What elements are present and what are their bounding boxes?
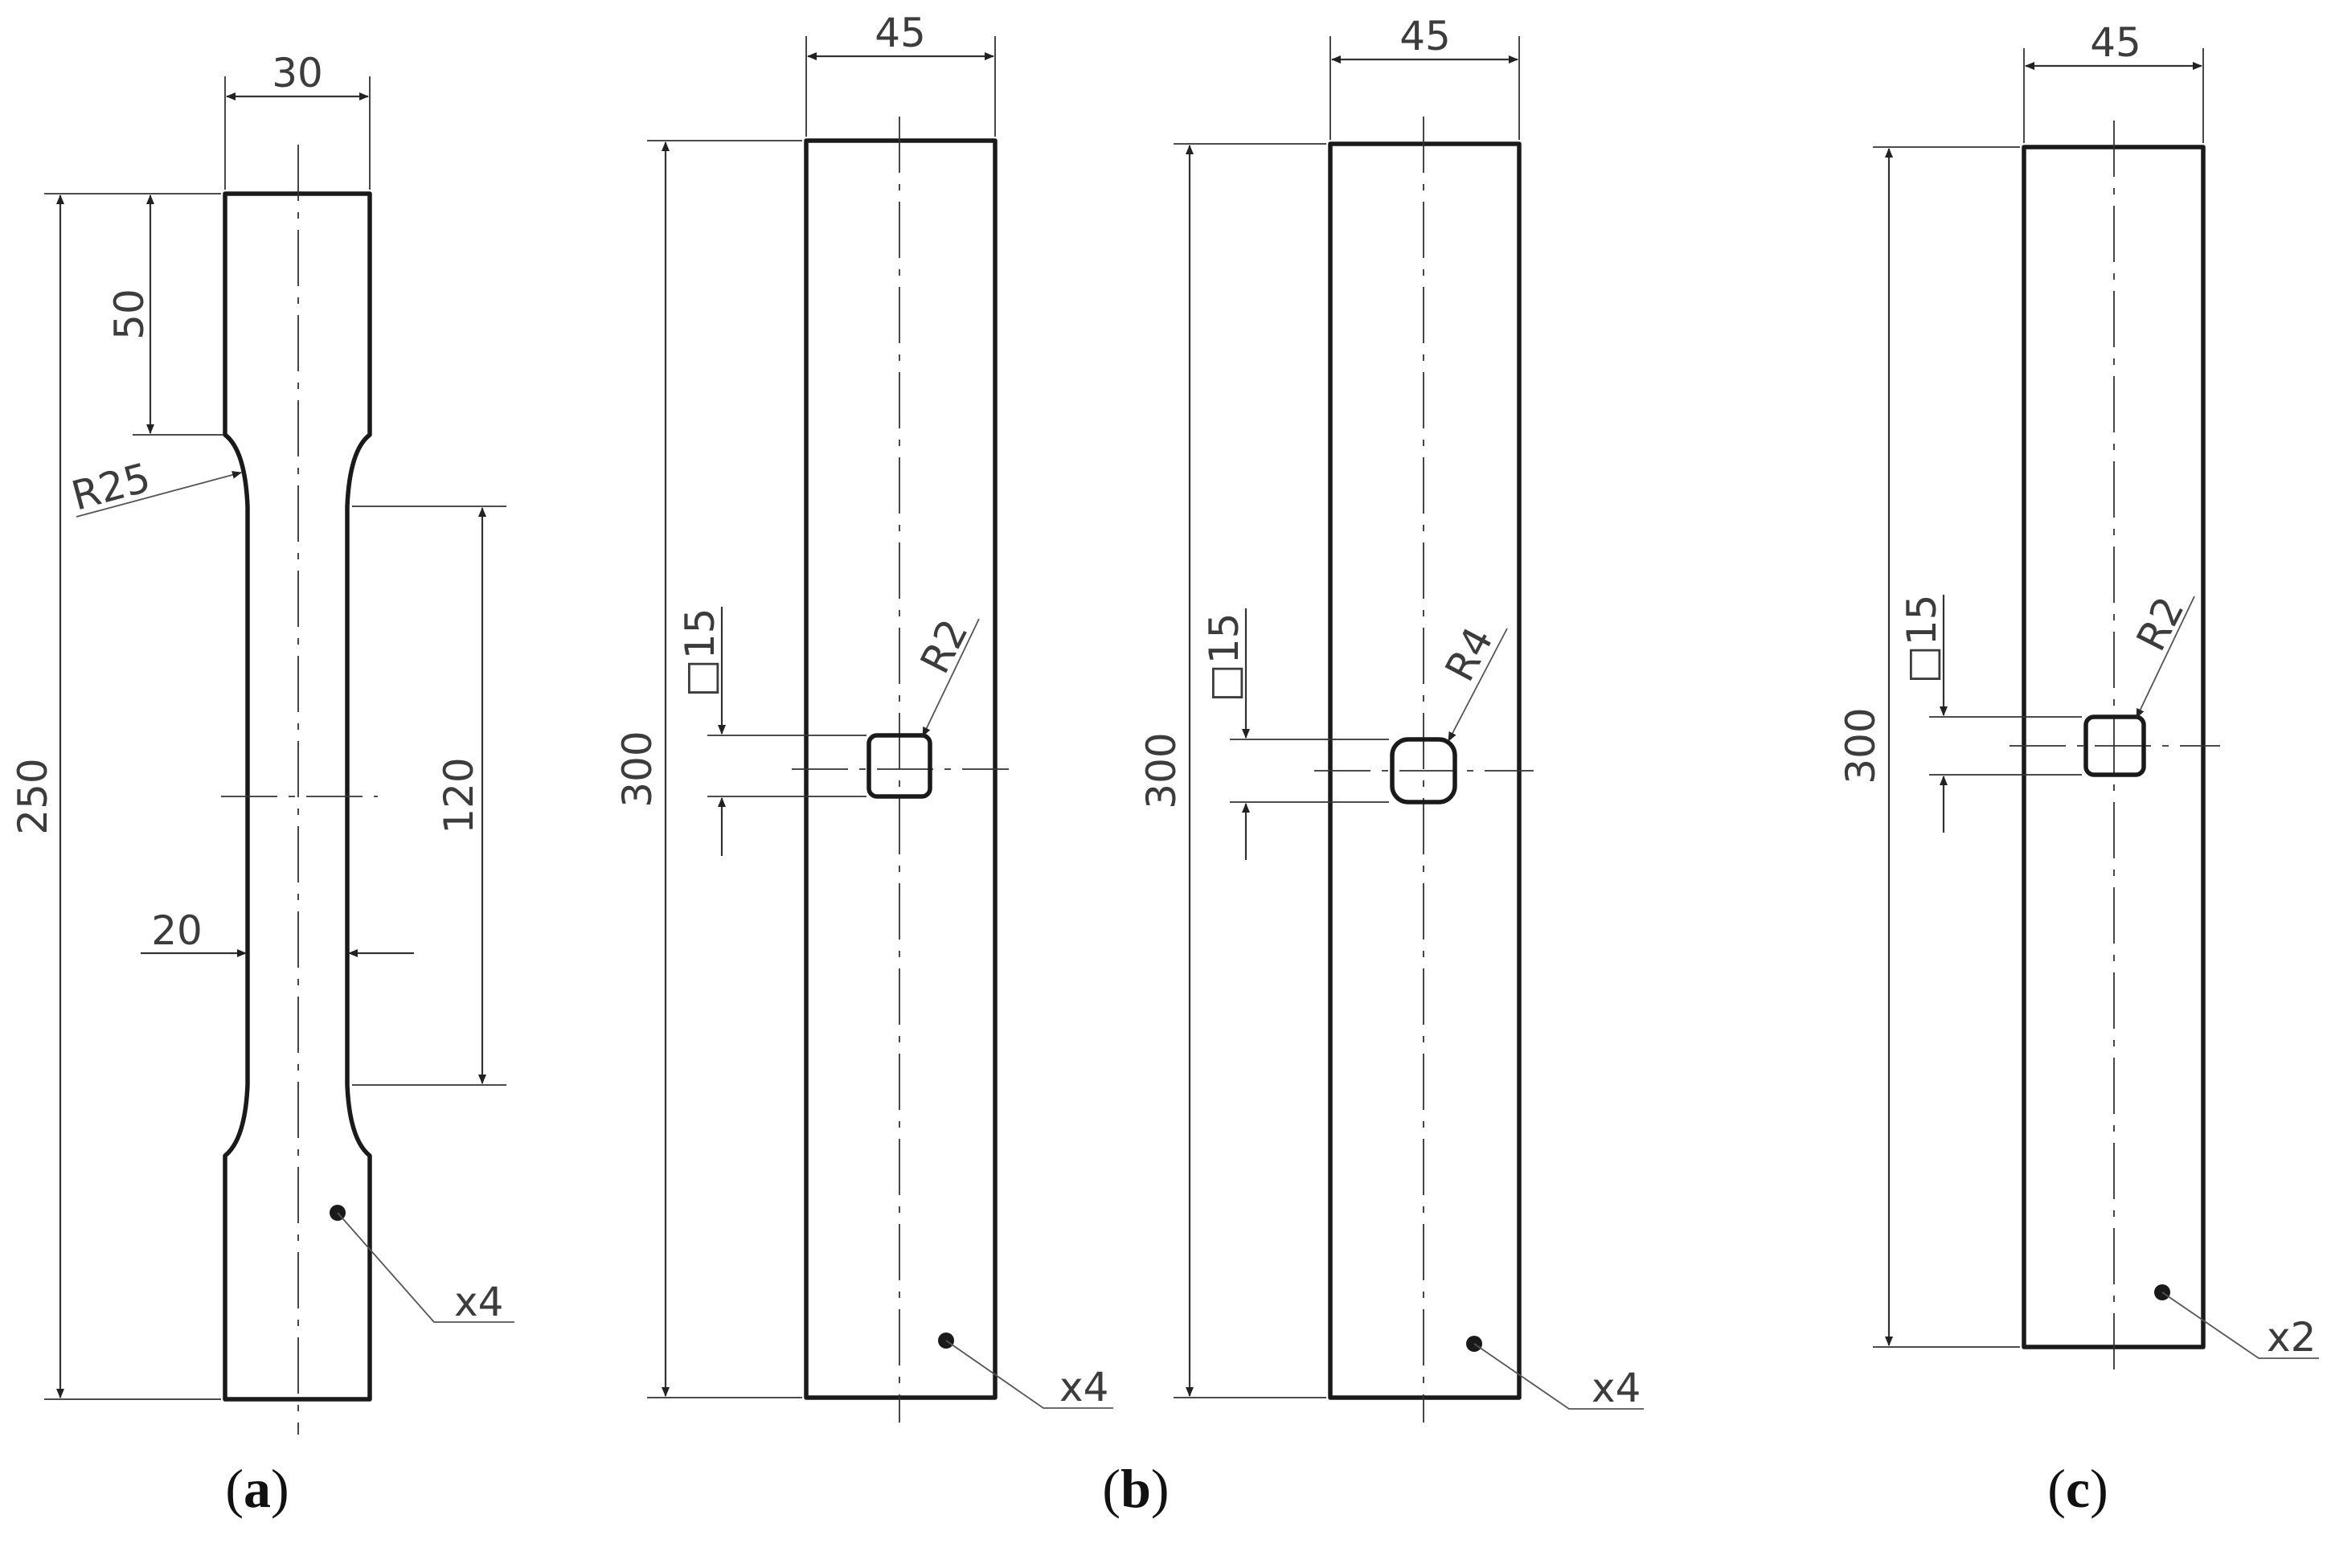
dim-label-total-length: 250 xyxy=(10,758,56,834)
dim-label-width: 45 xyxy=(1399,13,1451,59)
leader-quantity xyxy=(1473,1343,1644,1410)
quantity-label: x4 xyxy=(1592,1365,1641,1411)
leader-corner-radius xyxy=(2136,596,2195,718)
panel-c-specimen: 45 300 □15 R2 x2 xyxy=(1837,19,2319,1374)
dim-label-corner-radius: R4 xyxy=(1436,620,1502,689)
panel-a-dogbone-specimen: 30 250 50 R25 120 20 x4 xyxy=(10,50,514,1435)
caption-a: (a) xyxy=(225,1458,289,1519)
dim-label-hole-size: □15 xyxy=(1899,595,1945,684)
dim-label-top-width: 30 xyxy=(272,50,323,96)
dim-label-width: 45 xyxy=(875,10,926,56)
dim-label-gauge-length: 120 xyxy=(436,757,482,833)
dim-label-width: 45 xyxy=(2090,19,2141,66)
leader-quantity xyxy=(2161,1292,2319,1359)
leader-corner-radius xyxy=(922,618,980,737)
quantity-label: x4 xyxy=(1059,1364,1108,1410)
panel-b-specimen-r4: 45 300 □15 R4 x4 xyxy=(1138,13,1644,1423)
dim-label-hole-size: □15 xyxy=(1201,613,1247,702)
panel-b-specimen-r2: 45 300 □15 R2 x4 xyxy=(614,10,1113,1423)
dim-label-corner-radius: R2 xyxy=(2128,589,2194,658)
square-hole xyxy=(2083,714,2146,777)
quantity-label: x2 xyxy=(2267,1314,2316,1361)
dogbone-outline xyxy=(223,191,372,1402)
caption-c: (c) xyxy=(2047,1458,2108,1519)
dim-label-hole-size: □15 xyxy=(677,608,723,698)
caption-b: (b) xyxy=(1102,1458,1169,1519)
square-hole xyxy=(866,733,932,799)
dim-label-corner-radius: R2 xyxy=(912,612,977,681)
dim-label-gauge-width: 20 xyxy=(151,907,203,954)
leader-quantity xyxy=(945,1340,1113,1409)
dim-label-length: 300 xyxy=(614,731,661,807)
quantity-label: x4 xyxy=(454,1279,503,1325)
leader-quantity xyxy=(337,1212,514,1323)
dim-label-grip-length: 50 xyxy=(106,289,153,340)
square-hole xyxy=(1390,737,1457,804)
dim-label-fillet-radius: R25 xyxy=(67,454,155,519)
dim-label-length: 300 xyxy=(1837,707,1884,784)
dim-label-length: 300 xyxy=(1138,732,1185,809)
leader-corner-radius xyxy=(1448,628,1508,742)
leader-fillet-radius xyxy=(76,471,242,518)
